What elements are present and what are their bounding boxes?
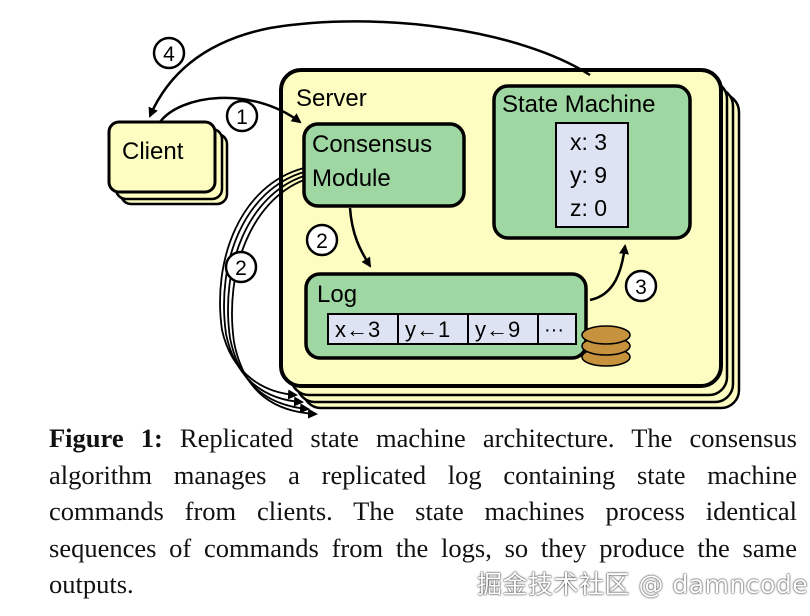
log-entries: x←3 y←1 y←9 ···: [327, 313, 577, 345]
state-machine-label: State Machine: [502, 91, 655, 118]
state-value-x: x: 3: [570, 129, 607, 155]
log-entry-ellipsis: ···: [544, 319, 564, 341]
arrow-step-4: [148, 20, 591, 118]
step-1-marker: 1: [225, 99, 259, 133]
consensus-label-line2: Module: [312, 165, 391, 192]
log-entry-1: x←3: [335, 317, 380, 342]
step-2-marker-local: 2: [305, 223, 339, 257]
step-3-marker: 3: [624, 269, 658, 303]
consensus-label-line1: Consensus: [312, 131, 432, 158]
state-value-y: y: 9: [570, 162, 607, 188]
state-values-box: [555, 122, 629, 228]
arrow-step-1: [158, 96, 302, 124]
disk-storage-icon: [581, 325, 631, 367]
step-2-label-replication: 2: [235, 257, 247, 280]
step-2-marker-replication: 2: [224, 250, 258, 284]
state-value-z: z: 0: [570, 195, 607, 221]
step-3-label: 3: [635, 276, 647, 299]
caption-text: Replicated state machine architecture. T…: [49, 423, 797, 599]
log-entry-2: y←1: [405, 317, 450, 342]
figure-label: Figure 1:: [49, 423, 163, 453]
step-4-marker: 4: [152, 36, 186, 70]
watermark: 掘金技术社区 @ damncode: [477, 570, 809, 599]
step-4-label: 4: [163, 43, 175, 66]
log-label: Log: [317, 281, 357, 308]
log-entry-3: y←9: [475, 317, 520, 342]
figure-caption: Figure 1: Replicated state machine archi…: [49, 420, 797, 603]
client-label: Client: [122, 138, 184, 165]
step-1-label: 1: [236, 106, 248, 129]
architecture-diagram: Server Client Consensus Module State Mac…: [107, 20, 741, 419]
arrow-step-2-local: [348, 207, 372, 268]
log-entry-cell: [467, 313, 539, 345]
client-stack: [107, 120, 229, 206]
arrow-step-2-replication: [219, 167, 318, 419]
consensus-module-box: [302, 122, 466, 208]
step-2-label-local: 2: [316, 230, 328, 253]
arrow-step-3: [589, 244, 629, 302]
server-label: Server: [296, 85, 367, 112]
log-entry-cell: [537, 313, 577, 345]
